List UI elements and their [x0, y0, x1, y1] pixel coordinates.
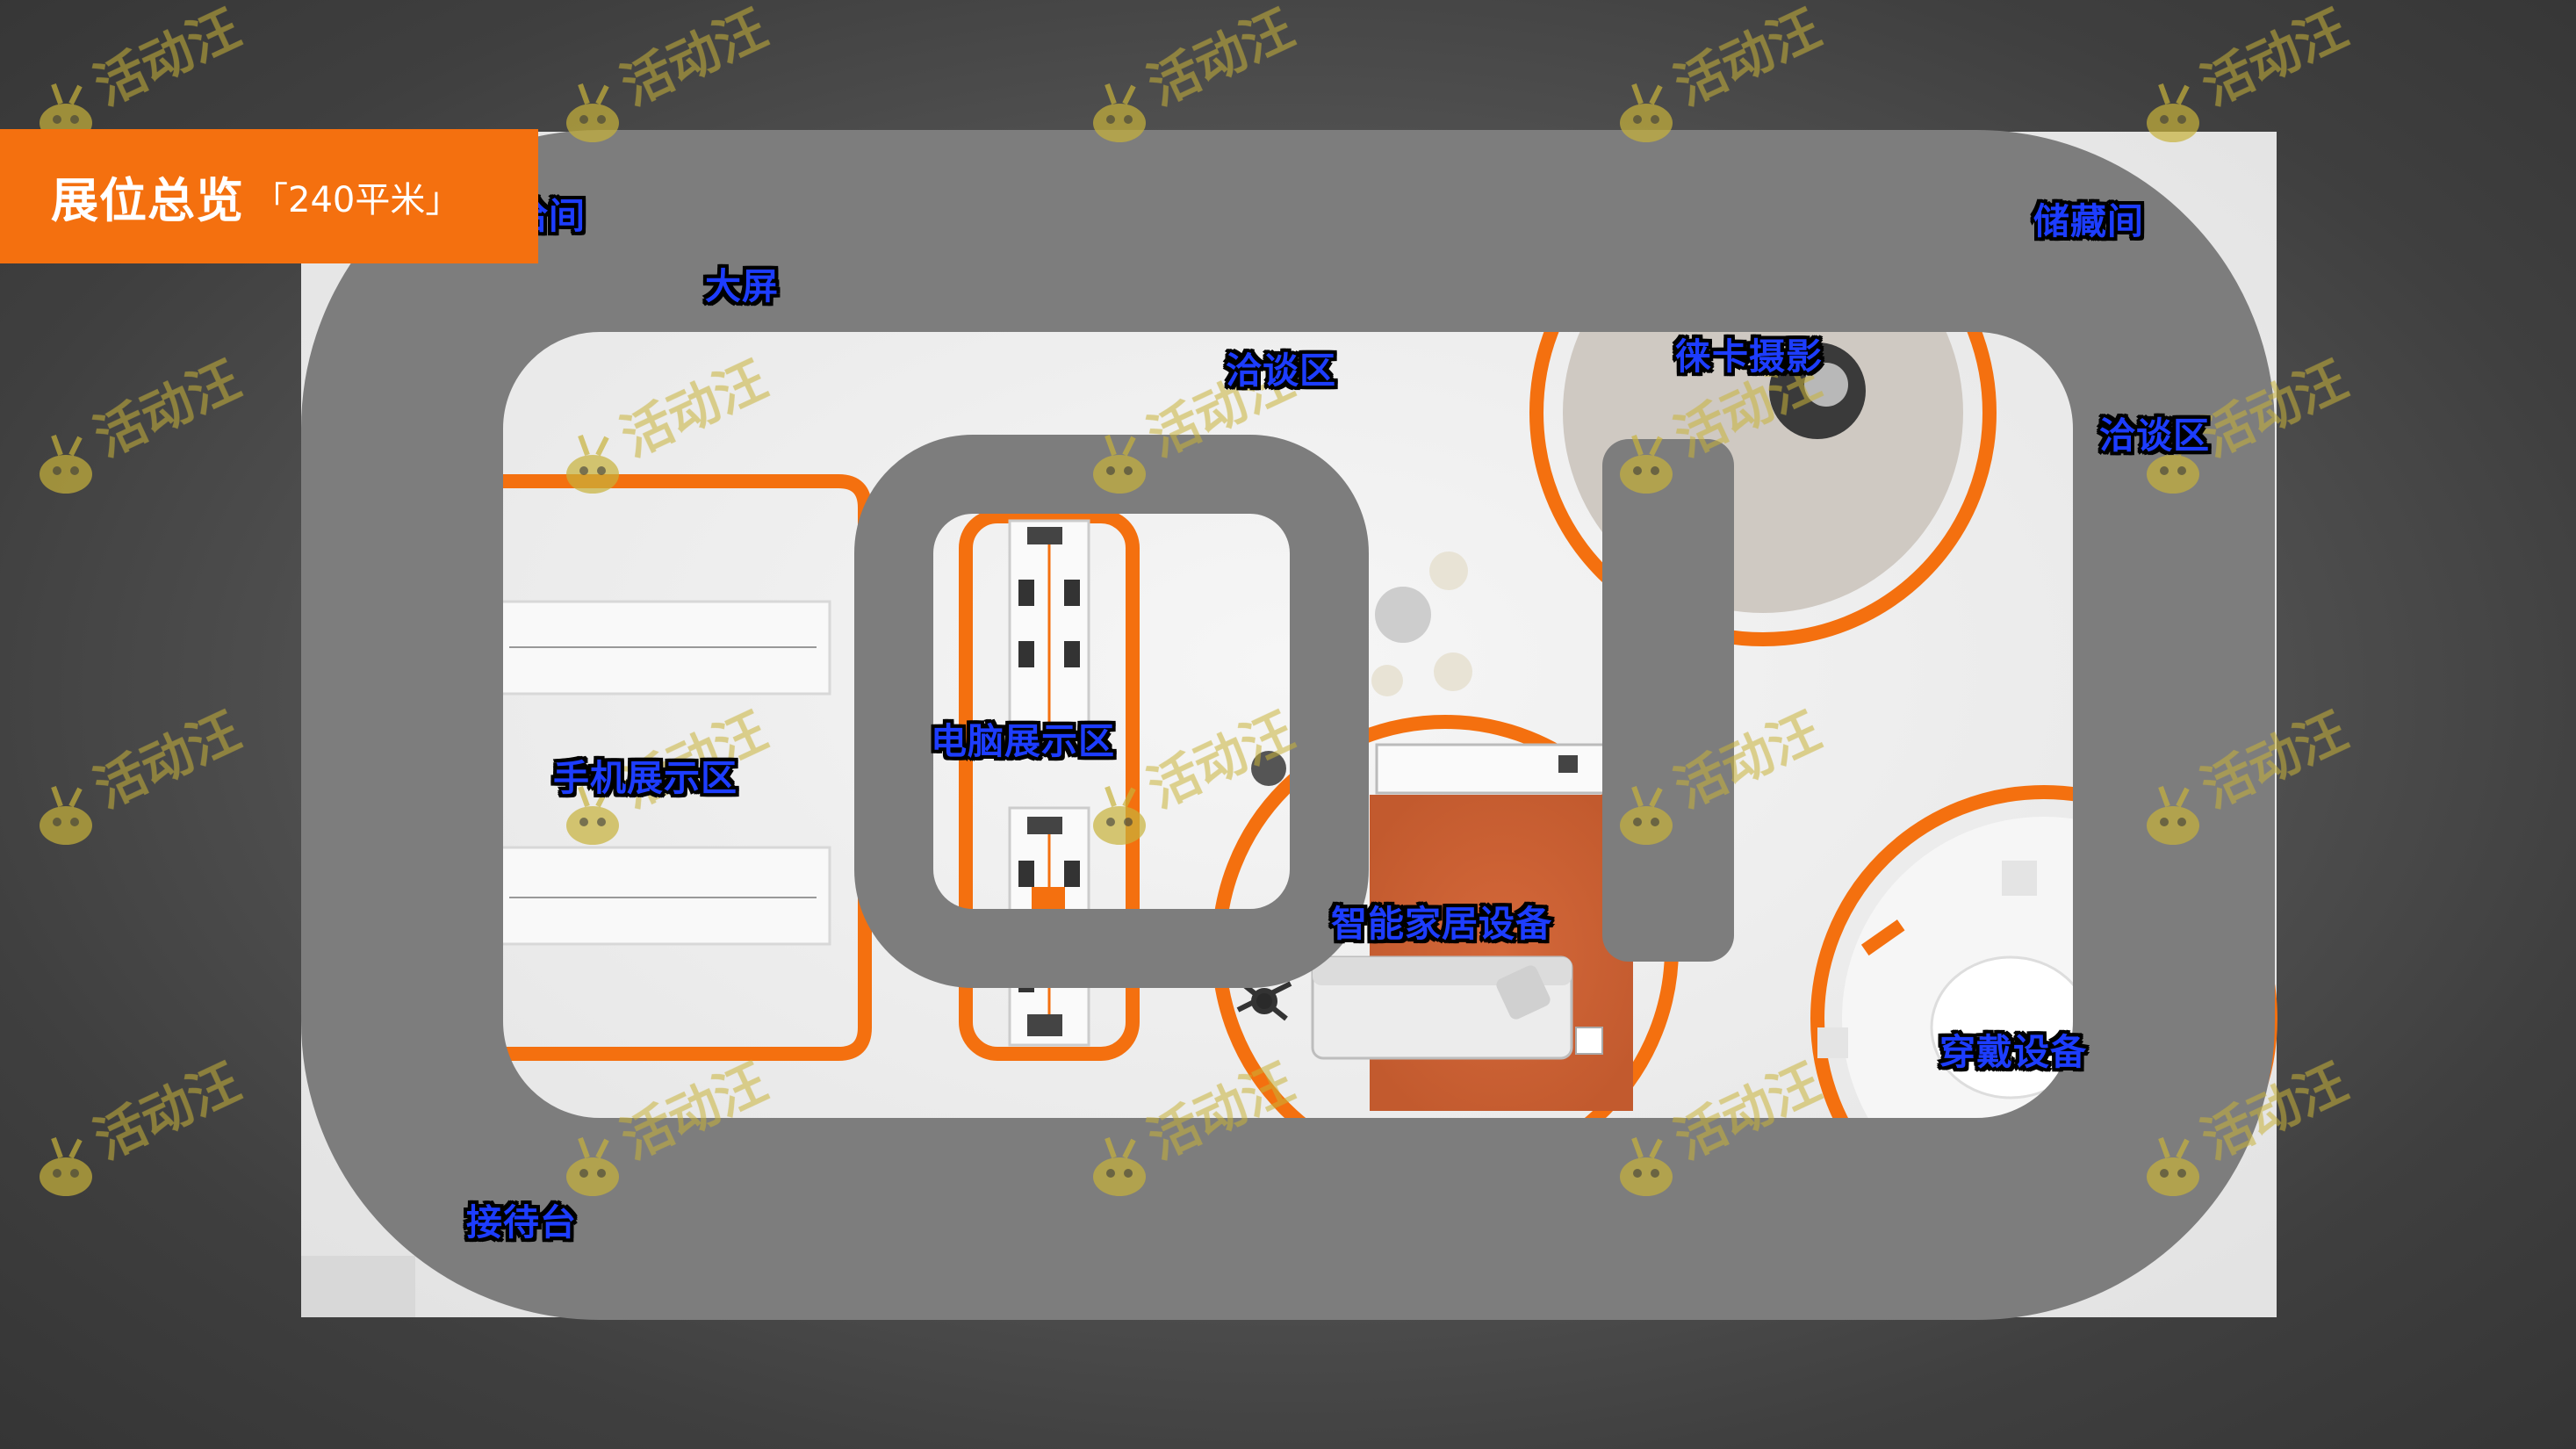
inner-circulation-bar — [1602, 439, 1734, 962]
pc-5 — [1064, 641, 1080, 667]
label-phone-showcase: 手机展示区 — [553, 757, 738, 799]
pc-area-outline — [959, 509, 1140, 1061]
svg-text:活动汪: 活动汪 — [85, 701, 248, 819]
leica-sculpture-highlight — [1804, 363, 1848, 407]
label-negotiation-top: 洽谈区 — [1226, 350, 1336, 392]
booth-wall-edge — [301, 1256, 415, 1317]
chair-2 — [1434, 652, 1472, 691]
label-big-screen: 大屏 — [705, 265, 779, 307]
pc-10 — [1027, 1014, 1062, 1036]
svg-text:活动汪: 活动汪 — [612, 0, 775, 117]
svg-text:活动汪: 活动汪 — [85, 1052, 248, 1171]
phone-display-table-2 — [486, 846, 831, 946]
pc-7 — [1018, 861, 1034, 887]
booth-area-size: 「240平米」 — [253, 179, 461, 220]
svg-text:活动汪: 活动汪 — [85, 0, 248, 117]
pc-8 — [1064, 861, 1080, 887]
wearables-stool-1 — [1817, 1027, 1848, 1058]
pc-1 — [1027, 527, 1062, 544]
chair-1 — [1429, 551, 1468, 590]
wearables-accent — [1860, 919, 1905, 956]
negotiation-table — [1375, 587, 1431, 643]
pc-2 — [1018, 580, 1034, 606]
pc-area-lamp — [1251, 751, 1286, 786]
counter-screen — [1558, 755, 1578, 773]
sofa-cushion — [1496, 965, 1551, 1020]
label-negotiation-right: 洽谈区 — [2099, 415, 2210, 457]
pc-6 — [1027, 817, 1062, 834]
pc-3 — [1064, 580, 1080, 606]
svg-text:活动汪: 活动汪 — [1139, 0, 1302, 117]
label-smart-home: 智能家居设备 — [1331, 903, 1552, 945]
svg-text:活动汪: 活动汪 — [85, 350, 248, 468]
side-table — [1575, 1027, 1603, 1055]
pc-4 — [1018, 641, 1034, 667]
chair-3 — [1371, 665, 1403, 696]
label-reception: 接待台 — [466, 1201, 577, 1244]
drone-model — [1236, 981, 1292, 1021]
label-storage: 储藏间 — [2033, 200, 2144, 242]
outer-circulation-path — [301, 130, 2275, 1320]
svg-text:活动汪: 活动汪 — [1666, 0, 1829, 117]
smart-home-carpet — [1370, 795, 1633, 1111]
svg-text:活动汪: 活动汪 — [2192, 0, 2356, 117]
page-title: 展位总览 — [51, 173, 244, 228]
label-pc-showcase: 电脑展示区 — [931, 720, 1115, 762]
label-wearables: 穿戴设备 — [1939, 1031, 2087, 1073]
title-banner: 展位总览 「240平米」 — [0, 129, 538, 263]
label-leica-photo: 徕卡摄影 — [1675, 335, 1823, 378]
wearables-stool-2 — [2002, 861, 2037, 896]
